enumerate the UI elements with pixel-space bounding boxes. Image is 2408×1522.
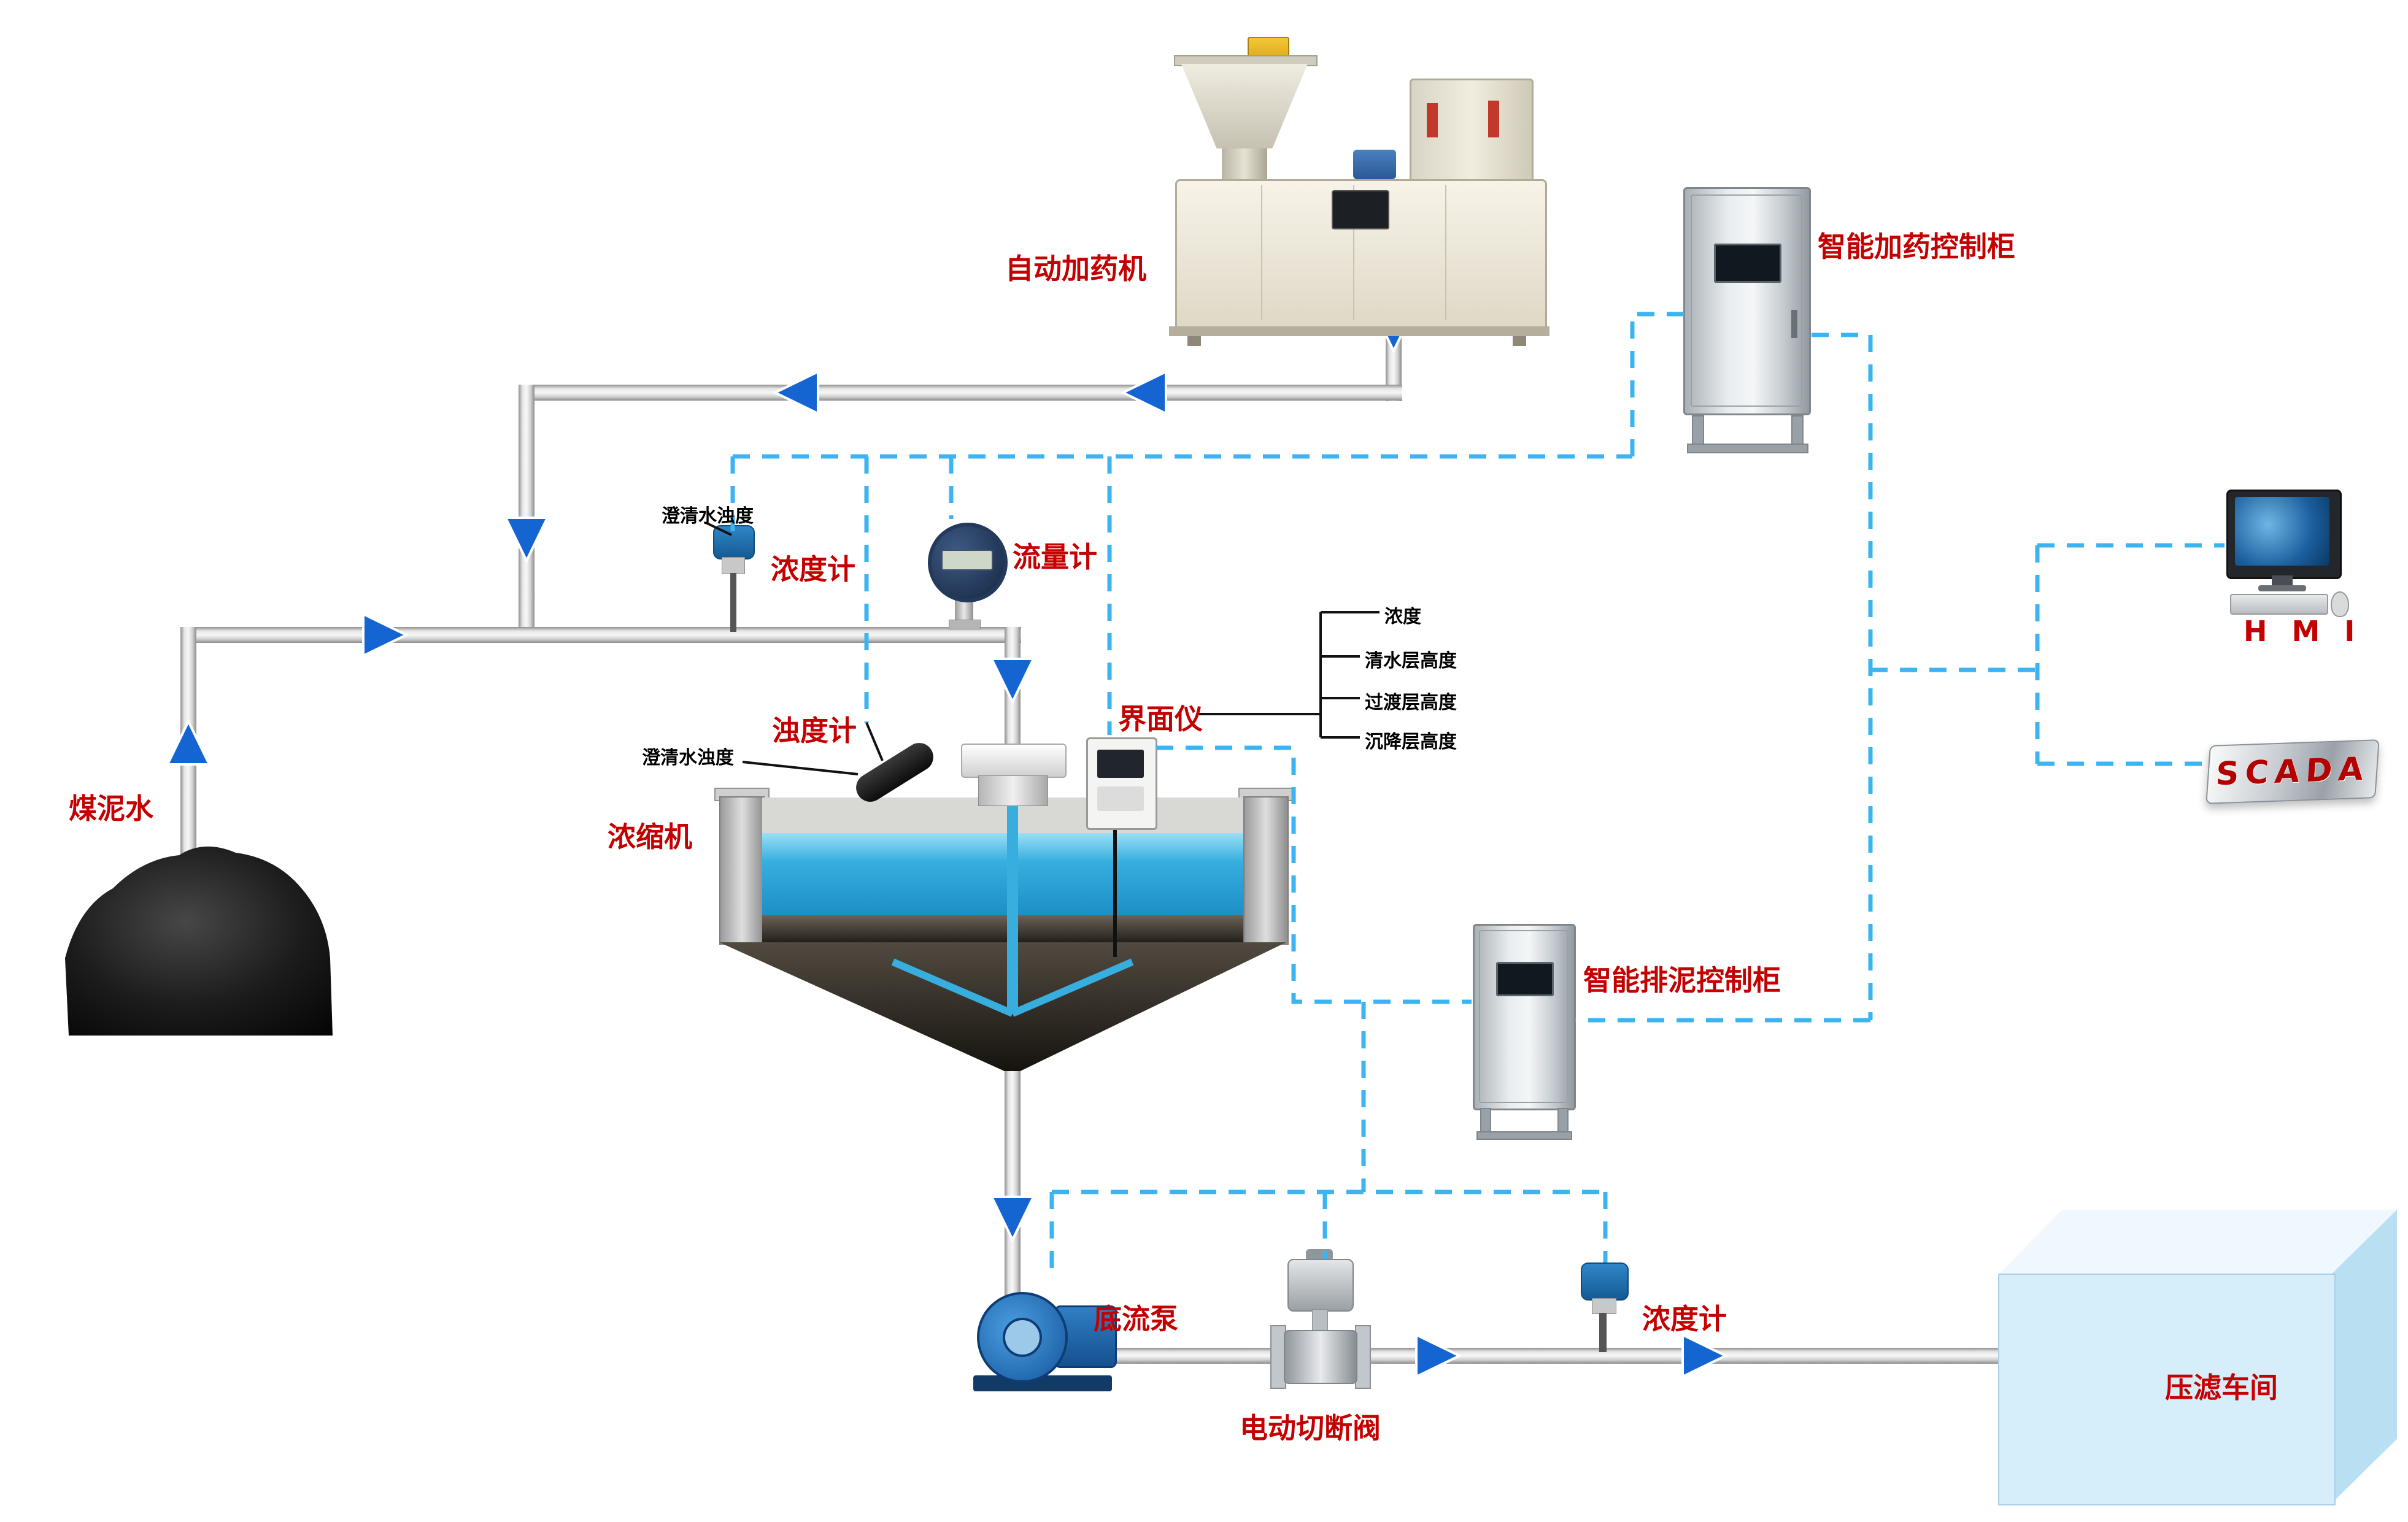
scada-label: SCADA <box>2214 750 2371 793</box>
label-dosing-cabinet: 智能加药控制柜 <box>1818 230 2015 263</box>
pipe-slurry-riser <box>180 627 196 885</box>
label-auto-doser: 自动加药机 <box>1005 252 1146 285</box>
label-sludge-cabinet: 智能排泥控制柜 <box>1583 964 1781 997</box>
dosing-cabinet-body <box>1683 187 1811 415</box>
label-coal-water: 煤泥水 <box>69 792 153 825</box>
dosing-cabinet-handle <box>1791 310 1797 338</box>
arrow-right-discharge-1 <box>1415 1332 1462 1379</box>
arrow-down-underflow <box>989 1196 1036 1243</box>
concentration-meter-bottom-sensor <box>1581 1263 1629 1301</box>
label-filter-workshop: 压滤车间 <box>2165 1371 2278 1404</box>
interface-meter-keys <box>1097 786 1144 811</box>
sludge-cabinet-foot-bar <box>1476 1131 1572 1140</box>
arrow-up-slurry <box>165 718 212 766</box>
thickener-sediment <box>762 915 1243 942</box>
filter-workshop-top-face <box>1998 1210 2397 1275</box>
arrow-left-2 <box>772 369 819 416</box>
leader-clarified-turbidity-mid <box>742 761 859 775</box>
sludge-cabinet-body <box>1473 924 1576 1110</box>
doser-motor <box>1353 150 1396 179</box>
thickener-wall-left <box>719 796 765 945</box>
interface-meter-screen <box>1097 750 1144 778</box>
concentration-meter-bottom-stem <box>1599 1313 1607 1352</box>
flow-meter-flange <box>949 620 981 629</box>
pipe-discharge <box>1038 1348 2039 1364</box>
hmi-screen <box>2235 497 2329 566</box>
thickener-wall-right <box>1243 796 1289 945</box>
label-reading-transition-layer: 过渡层高度 <box>1365 692 1457 713</box>
signal-bus-to-dosing-cabinet <box>1630 312 1684 456</box>
dosing-control-cabinet <box>1683 187 1812 454</box>
pipe-feed-drop <box>1005 627 1021 762</box>
label-reading-settling-layer: 沉降层高度 <box>1365 731 1457 753</box>
hmi-keyboard <box>2230 594 2328 615</box>
arrow-left-1 <box>1120 369 1167 416</box>
arrow-down-dosing-drop <box>503 517 550 564</box>
label-electric-valve: 电动切断阀 <box>1240 1412 1381 1445</box>
sludge-cabinet-screen <box>1496 962 1554 996</box>
thickener-drive-head <box>961 744 1067 778</box>
scada-badge: SCADA <box>2205 739 2380 804</box>
sludge-control-cabinet <box>1473 924 1577 1140</box>
label-thickener: 浓缩机 <box>608 820 692 853</box>
arrow-right-discharge-2 <box>1681 1332 1729 1379</box>
label-concentration-meter-bottom: 浓度计 <box>1642 1302 1727 1336</box>
label-reading-concentration: 浓度 <box>1384 606 1421 628</box>
label-clarified-turbidity-mid: 澄清水浊度 <box>642 747 734 769</box>
pipe-feed-main <box>180 627 1021 643</box>
valve-body <box>1284 1330 1357 1384</box>
hmi-mouse <box>2331 591 2349 617</box>
label-turbidity-meter: 浊度计 <box>772 714 857 747</box>
label-interface-meter: 界面仪 <box>1118 702 1203 736</box>
doser-seam-2 <box>1353 185 1354 320</box>
pipe-dosing-horizontal <box>519 385 1402 401</box>
doser-red-valve-2 <box>1488 101 1499 137</box>
thickener-cone <box>719 942 1286 1071</box>
doser-seam-3 <box>1445 185 1446 320</box>
doser-leg-right <box>1513 336 1526 346</box>
pipe-dosing-drop <box>519 385 534 643</box>
label-concentration-meter-top: 浓度计 <box>771 553 855 586</box>
doser-hopper <box>1181 64 1308 148</box>
concentration-meter-bottom-collar <box>1592 1298 1616 1314</box>
arrow-down-feed <box>989 658 1036 705</box>
thickener-drive-collar <box>978 775 1048 806</box>
label-hmi: H M I <box>2244 615 2363 648</box>
flow-meter-display <box>941 550 993 571</box>
dosing-cabinet-foot-bar <box>1687 444 1808 453</box>
label-underflow-pump: 底流泵 <box>1094 1302 1178 1336</box>
doser-base <box>1169 326 1549 336</box>
concentration-meter-top-stem <box>730 573 736 632</box>
interface-meter-probe <box>1113 825 1117 957</box>
concentration-meter-top-collar <box>722 557 745 574</box>
filter-workshop-front-face <box>1998 1274 2336 1505</box>
doser-leg-left <box>1187 336 1201 346</box>
thickener-water <box>762 833 1243 915</box>
label-flow-meter: 流量计 <box>1013 540 1097 574</box>
signal-dosing-cabinet-trunk <box>1812 332 1873 1020</box>
underflow-pump-inlet-eye <box>1003 1318 1042 1357</box>
hmi-stand <box>2272 575 2293 586</box>
turbidity-meter-probe <box>851 737 939 807</box>
dosing-cabinet-screen <box>1714 244 1781 283</box>
coal-slurry-pile <box>65 846 333 1036</box>
turbidity-probe-cable <box>865 722 884 761</box>
auto-dosing-machine <box>1169 36 1549 348</box>
doser-control-panel <box>1332 190 1389 229</box>
concentration-meter-top-sensor <box>713 525 755 559</box>
label-clarified-turbidity-top: 澄清水浊度 <box>662 505 754 527</box>
hmi-stand-base <box>2258 585 2306 591</box>
dosing-cabinet-door <box>1691 194 1802 407</box>
valve-actuator <box>1287 1259 1354 1312</box>
doser-seam-1 <box>1261 185 1262 320</box>
underflow-pump-base <box>973 1375 1112 1391</box>
doser-neck <box>1222 148 1267 179</box>
label-reading-clear-layer: 清水层高度 <box>1365 650 1457 672</box>
sludge-cabinet-door <box>1479 930 1569 1103</box>
doser-red-valve-1 <box>1427 103 1438 137</box>
arrow-right-feed <box>362 612 409 658</box>
